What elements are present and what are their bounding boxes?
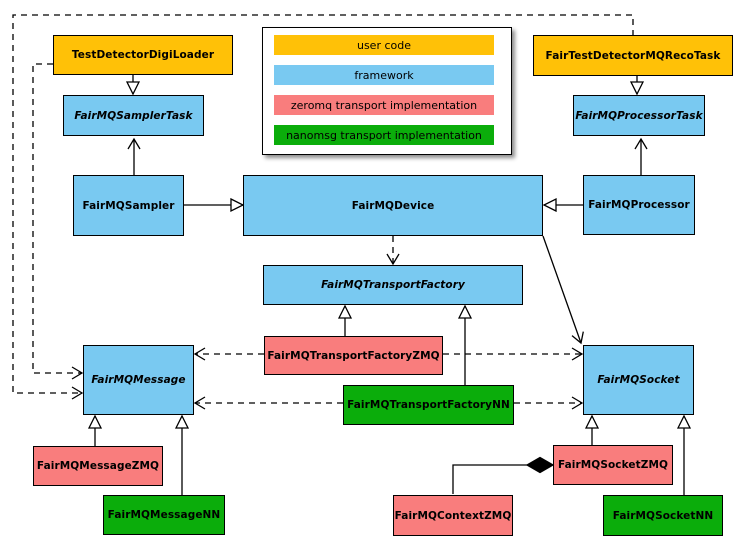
- class-box-fairmqmessage: FairMQMessage: [83, 345, 194, 415]
- class-box-fairmqsamplertask: FairMQSamplerTask: [63, 95, 204, 136]
- class-box-fairmqtransportfactory: FairMQTransportFactory: [263, 265, 523, 305]
- class-box-fairmqtransportfactoryzmq: FairMQTransportFactoryZMQ: [264, 336, 443, 375]
- class-box-fairmqsocket: FairMQSocket: [583, 345, 694, 415]
- class-box-fairmqdevice: FairMQDevice: [243, 175, 543, 236]
- composition-diamond-icon: [525, 456, 555, 474]
- class-box-testdetectordigiloader: TestDetectorDigiLoader: [53, 35, 233, 75]
- class-box-fairmqcontextzmq: FairMQContextZMQ: [393, 495, 513, 536]
- class-box-fairtestdetectormqrecotask: FairTestDetectorMQRecoTask: [533, 35, 733, 76]
- class-box-fairmqsampler: FairMQSampler: [73, 175, 184, 236]
- edge-socketzmq-contextzmq: [452, 464, 527, 494]
- class-box-fairmqprocessortask: FairMQProcessorTask: [573, 95, 705, 136]
- legend-item-user-code: user code: [274, 35, 494, 55]
- edge-digiloader-message: [32, 63, 84, 380]
- class-box-fairmqsocketnn: FairMQSocketNN: [603, 495, 723, 536]
- class-box-fairmqmessagezmq: FairMQMessageZMQ: [33, 446, 163, 486]
- legend: user code framework zeromq transport imp…: [262, 27, 512, 155]
- class-box-fairmqmessagenn: FairMQMessageNN: [103, 495, 225, 535]
- class-box-fairmqprocessor: FairMQProcessor: [583, 175, 695, 235]
- class-box-fairmqsocketzmq: FairMQSocketZMQ: [553, 445, 673, 485]
- legend-item-zeromq: zeromq transport implementation: [274, 95, 494, 115]
- class-box-fairmqtransportfactorynn: FairMQTransportFactoryNN: [343, 385, 514, 425]
- legend-item-framework: framework: [274, 65, 494, 85]
- edge-device-socket: [542, 235, 584, 345]
- edge-recotask-message: [12, 14, 634, 400]
- legend-item-nanomsg: nanomsg transport implementation: [274, 125, 494, 145]
